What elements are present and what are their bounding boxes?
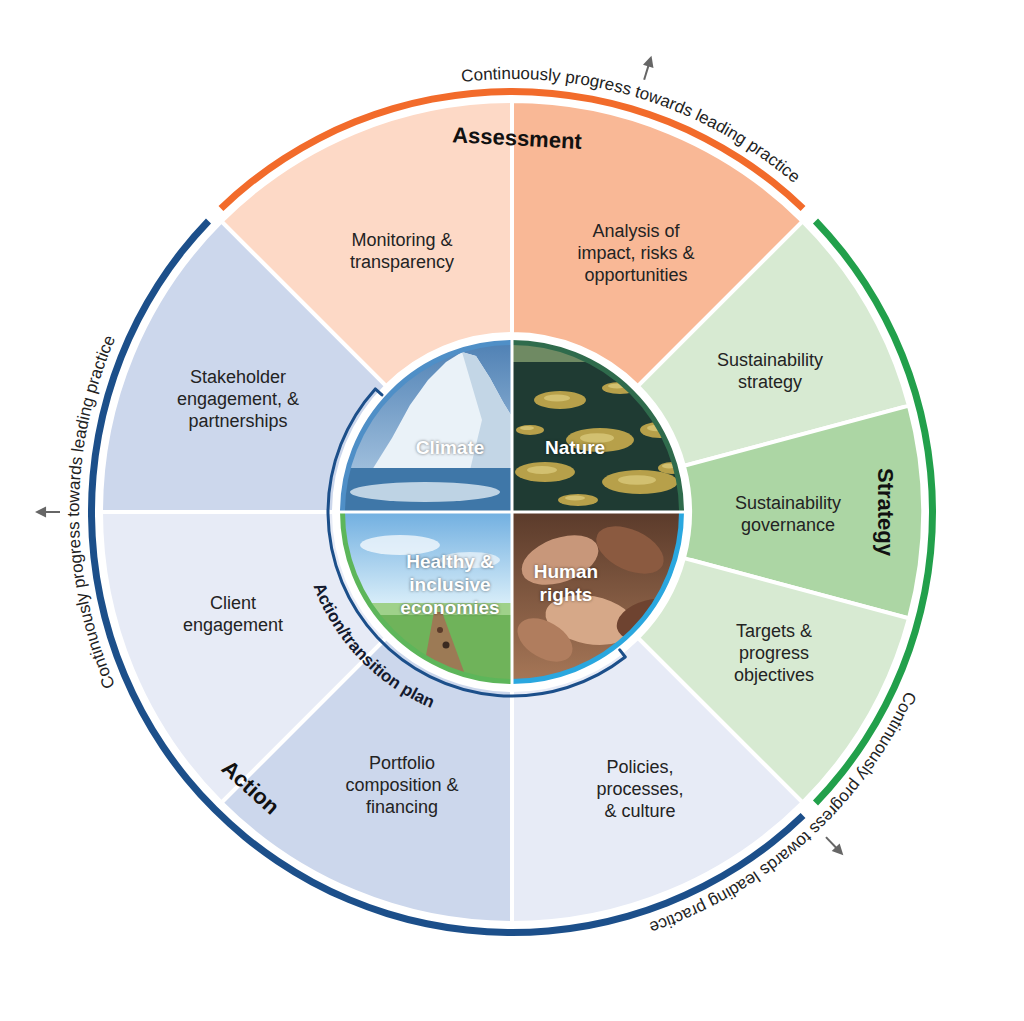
- action-wedge: Stakeholder engagement, & partnerships: [101, 221, 387, 513]
- photo-detail: [520, 426, 534, 430]
- theme-quadrant: Nature: [512, 340, 684, 512]
- photo-detail: [565, 496, 585, 501]
- progress-arrow: [826, 837, 836, 848]
- quadrant-rim: [343, 343, 513, 513]
- quadrant-rim: [512, 343, 682, 513]
- theme-quadrant: Human rights: [512, 512, 684, 684]
- wedge-label: Analysis of impact, risks & opportunitie…: [561, 221, 711, 287]
- photo-detail: [589, 517, 671, 584]
- cycle-label: Continuously progress towards leading pr…: [64, 332, 119, 691]
- wedge-shape: [101, 512, 387, 803]
- section-heading: Strategy: [872, 432, 899, 592]
- photo-detail: [437, 627, 443, 633]
- photo-detail: [340, 468, 512, 512]
- photo-detail: [372, 352, 512, 470]
- plan-bracket: [328, 389, 625, 696]
- action-wedge: Client engagement: [101, 512, 387, 803]
- progress-arrow: [644, 65, 648, 79]
- wedge-shape: [101, 221, 387, 513]
- photo-detail: [618, 475, 656, 485]
- progress-arrow: [35, 507, 46, 518]
- photo-detail: [658, 462, 684, 474]
- wedge-label: Portfolio composition & financing: [345, 753, 460, 819]
- photo-detail: [534, 391, 586, 409]
- quad-shape: [340, 340, 512, 512]
- quad-shape: [512, 340, 684, 512]
- wedge-label: Sustainability strategy: [705, 350, 835, 394]
- progress-arrow: [45, 511, 60, 513]
- photo-detail: [602, 470, 678, 494]
- theme-label: Healthy & inclusive economies: [395, 550, 505, 620]
- quad-shape: [512, 512, 684, 684]
- wedge-label: Policies, processes, & culture: [590, 757, 690, 823]
- progress-arrow: [832, 843, 844, 855]
- progress-arrow: [643, 56, 653, 68]
- plan-label: Action/transition plan: [309, 580, 437, 712]
- cycle-label: Continuously progress towards leading pr…: [647, 689, 920, 937]
- section-band: [88, 219, 805, 936]
- photo-detail: [515, 462, 575, 482]
- photo-detail: [544, 394, 570, 401]
- wedge-fill: [512, 638, 803, 923]
- wedge-label: Stakeholder engagement, & partnerships: [163, 367, 313, 433]
- wedge-label: Targets & progress objectives: [719, 621, 829, 687]
- quadrant-rim: [343, 512, 513, 682]
- wedge-fill: [101, 221, 386, 512]
- wedge-label: Client engagement: [178, 593, 288, 637]
- cycle-label: Continuously progress towards leading pr…: [460, 64, 804, 187]
- theme-quadrant: Healthy & inclusive economies: [340, 512, 512, 684]
- quadrant-divider: [511, 340, 514, 684]
- photo-detail: [646, 386, 658, 389]
- theme-label: Human rights: [526, 560, 606, 606]
- wedge-fill: [101, 512, 386, 803]
- photo-detail: [516, 425, 544, 435]
- wedge-label: Monitoring & transparency: [335, 230, 470, 274]
- theme-label: Climate: [390, 436, 510, 459]
- photo-detail: [558, 494, 598, 506]
- quadrant-rim: [512, 512, 682, 682]
- theme-quadrant: Climate: [340, 340, 512, 512]
- photo-detail: [350, 482, 500, 502]
- quadrant-divider: [340, 511, 684, 514]
- photo-detail: [527, 466, 557, 474]
- photo-detail: [443, 642, 450, 649]
- wedge-label: Sustainability governance: [723, 493, 853, 537]
- photo-detail: [643, 386, 667, 394]
- photo-detail: [512, 609, 580, 670]
- theme-label: Nature: [515, 436, 635, 459]
